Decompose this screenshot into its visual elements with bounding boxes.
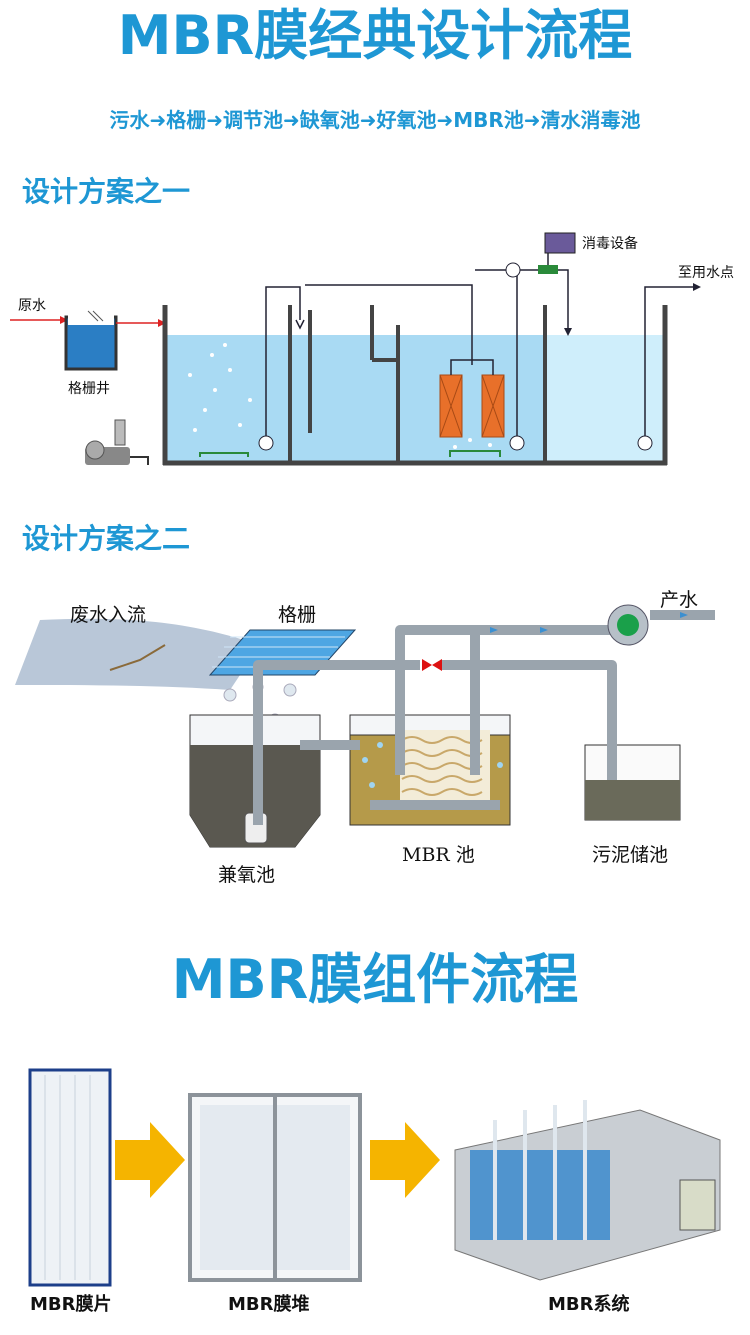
pump-icon	[85, 419, 130, 465]
product-water-label: 产水	[660, 589, 699, 611]
arrow-2-icon	[370, 1122, 440, 1198]
scheme2-diagram	[15, 604, 715, 848]
product-pump-icon	[607, 604, 649, 646]
sludge-tank-label: 污泥储池	[592, 844, 669, 866]
scheme1-title: 设计方案之一	[22, 175, 191, 208]
to-use-label: 至用水点	[678, 265, 734, 281]
page-title: MBR膜经典设计流程	[117, 4, 633, 67]
membrane-sheet-image	[28, 1068, 112, 1287]
scheme1-diagram	[10, 232, 701, 466]
inflow-label: 废水入流	[70, 604, 147, 626]
mbr-system-image	[454, 1100, 721, 1281]
module-label-3: MBR系统	[548, 1294, 630, 1315]
process-flow: 污水➜格栅➜调节池➜缺氧池➜好氧池➜MBR池➜清水消毒池	[109, 108, 641, 132]
module-label-2: MBR膜堆	[228, 1294, 310, 1315]
disinfection-label: 消毒设备	[582, 236, 638, 252]
module-flow-diagram	[28, 1068, 721, 1287]
mbr-tank-label: MBR 池	[402, 844, 475, 866]
module-label-1: MBR膜片	[30, 1294, 112, 1315]
grate-well-label: 格栅井	[68, 381, 110, 397]
anoxic-tank-label: 兼氧池	[218, 864, 276, 886]
membrane-stack-image	[188, 1093, 362, 1282]
raw-water-label: 原水	[18, 298, 46, 314]
arrow-1-icon	[115, 1122, 185, 1198]
grate-label: 格栅	[278, 604, 317, 626]
module-flow-title: MBR膜组件流程	[171, 948, 579, 1011]
scheme2-title: 设计方案之二	[22, 522, 191, 555]
